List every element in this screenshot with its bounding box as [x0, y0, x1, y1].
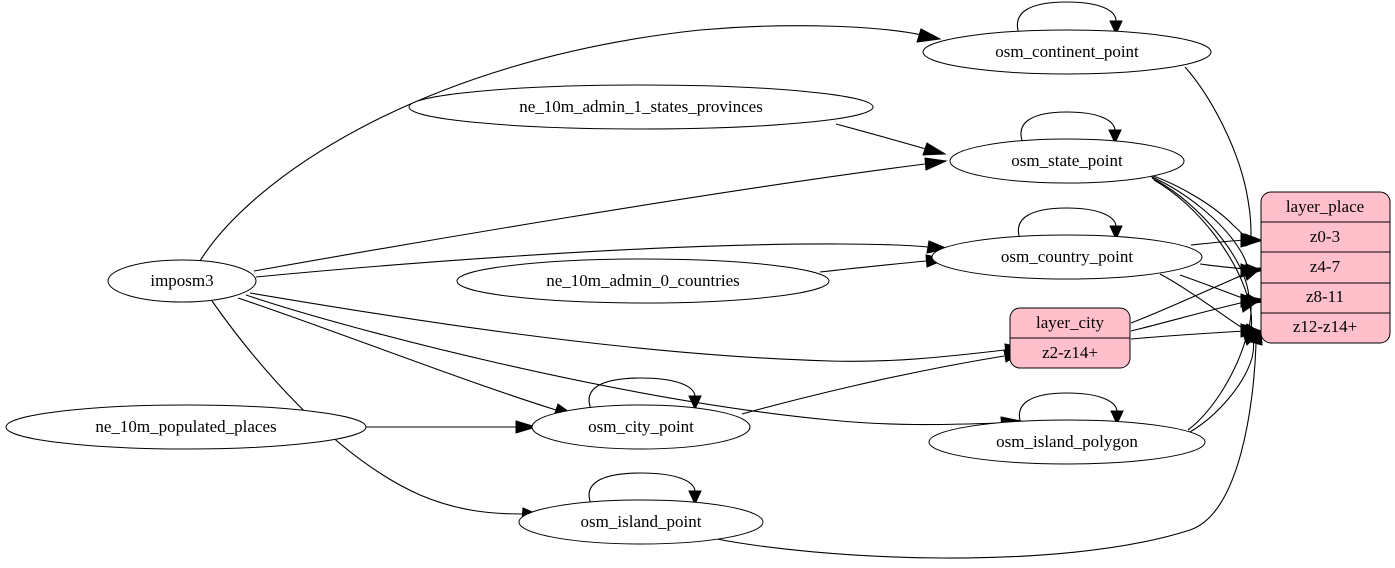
edge-osm-country-point-to-layer-place-z4-7	[1199, 263, 1247, 270]
edge-arrowhead	[1240, 299, 1262, 313]
node-label: ne_10m_admin_1_states_provinces	[519, 97, 763, 116]
record-row-layer-place-1[interactable]: z4-7	[1310, 257, 1341, 276]
record-row-layer-city-0[interactable]: z2-z14+	[1042, 343, 1098, 362]
edge-arrowhead	[1109, 225, 1123, 241]
node-shape	[456, 258, 830, 304]
node-label: osm_state_point	[1011, 151, 1123, 170]
node-osm-country-point[interactable]: osm_country_point	[931, 234, 1203, 280]
record-title-layer-place: layer_place	[1286, 197, 1364, 216]
edge-arrowhead	[515, 420, 538, 434]
node-label: osm_continent_point	[995, 42, 1139, 61]
record-row-layer-place-0[interactable]: z0-3	[1310, 227, 1340, 246]
edge-osm-country-point-to-layer-place-z0-3	[1190, 239, 1247, 246]
edge-self-loop-osm-island-polygon	[1018, 392, 1118, 425]
edge-ne-states-provinces-to-osm-state-point	[835, 123, 927, 150]
edge-layer-city-to-layer-place-z12-z14	[1130, 330, 1246, 340]
node-shape	[928, 419, 1206, 465]
edge-self-loop-osm-island-point	[588, 472, 696, 505]
edge-imposm3-to-osm-state-point	[253, 163, 926, 272]
edge-self-loop-osm-city-point	[588, 377, 696, 410]
node-ne-10m-admin-1-states-provinces[interactable]: ne_10m_admin_1_states_provinces	[408, 84, 874, 130]
node-label: ne_10m_admin_0_countries	[546, 271, 740, 290]
node-osm-continent-point[interactable]: osm_continent_point	[922, 29, 1212, 75]
record-title-layer-city: layer_city	[1036, 313, 1104, 332]
edge-layer-city-to-layer-place-z4-7	[1130, 273, 1246, 324]
node-shape	[5, 404, 367, 450]
edge-arrowhead	[1245, 331, 1263, 346]
edge-imposm3-to-osm-island-polygon	[245, 294, 1002, 426]
node-label: imposm3	[150, 271, 213, 290]
edge-arrowhead	[1242, 267, 1263, 281]
record-node-layer-place[interactable]: layer_place z0-3 z4-7 z8-11 z12-z14+	[1260, 191, 1391, 344]
node-shape	[949, 138, 1185, 184]
record-node-layer-city[interactable]: layer_city z2-z14+	[1009, 307, 1131, 369]
edge-osm-island-polygon-to-layer-place-z12-z14	[1189, 337, 1255, 433]
node-shape	[931, 234, 1203, 280]
edge-arrowhead	[1108, 129, 1122, 145]
edge-ne-admin0-countries-to-osm-country-point	[819, 260, 927, 273]
edge-osm-continent-point-to-layer-place-z0-3	[1184, 66, 1252, 238]
edge-self-loop-osm-continent-point	[1016, 1, 1117, 35]
node-label: osm_country_point	[1001, 247, 1133, 266]
record-nodes-layer: layer_city z2-z14+ layer_place z0-3 z4-7…	[1009, 191, 1391, 369]
edge-layer-city-to-layer-place-z8-11	[1130, 301, 1246, 332]
node-label: osm_city_point	[588, 417, 694, 436]
edge-self-loop-osm-country-point	[1017, 207, 1117, 240]
node-imposm3[interactable]: imposm3	[107, 259, 257, 303]
edge-arrowhead	[688, 490, 702, 506]
edge-imposm3-to-osm-continent-point	[199, 25, 923, 262]
edge-osm-city-point-to-layer-city	[741, 355, 1005, 415]
node-label: ne_10m_populated_places	[95, 417, 276, 436]
edge-osm-island-point-to-layer-place-z12-z14	[711, 343, 1257, 559]
edge-arrowhead	[688, 395, 702, 411]
node-shape	[107, 259, 257, 303]
node-ne-10m-admin-0-countries[interactable]: ne_10m_admin_0_countries	[456, 258, 830, 304]
record-row-layer-place-2[interactable]: z8-11	[1306, 287, 1344, 306]
node-shape	[518, 499, 764, 545]
node-label: osm_island_polygon	[996, 432, 1138, 451]
nodes-layer: osm_continent_point ne_10m_admin_1_state…	[5, 29, 1212, 545]
node-osm-city-point[interactable]: osm_city_point	[531, 404, 751, 450]
node-label: osm_island_point	[581, 512, 702, 531]
node-shape	[531, 404, 751, 450]
edge-imposm3-to-osm-city-point	[237, 297, 557, 411]
record-node-body	[1260, 191, 1391, 344]
edge-osm-country-point-to-layer-place-z12-z14	[1159, 273, 1245, 330]
node-shape	[408, 84, 874, 130]
edge-arrowhead	[1109, 20, 1123, 36]
edge-imposm3-to-osm-country-point	[255, 243, 929, 278]
edge-osm-state-point-to-layer-place-z12-z14	[1153, 179, 1253, 330]
node-shape	[922, 29, 1212, 75]
edge-imposm3-to-osm-island-point	[211, 300, 523, 515]
edge-arrowhead	[1244, 233, 1263, 247]
edge-imposm3-to-layer-city	[249, 292, 1006, 362]
node-osm-island-point[interactable]: osm_island_point	[518, 499, 764, 545]
edge-self-loop-osm-state-point	[1020, 111, 1116, 144]
edge-osm-state-point-to-layer-place-z4-7	[1149, 175, 1249, 270]
node-osm-island-polygon[interactable]: osm_island_polygon	[928, 419, 1206, 465]
node-ne-10m-populated-places[interactable]: ne_10m_populated_places	[5, 404, 367, 450]
edge-osm-state-point-to-layer-place-z8-11	[1151, 177, 1250, 300]
record-row-layer-place-3[interactable]: z12-z14+	[1293, 317, 1357, 336]
edge-arrowhead	[1110, 410, 1124, 426]
edge-arrowhead	[922, 142, 947, 156]
edge-arrowhead	[916, 28, 942, 43]
edge-arrowhead	[924, 157, 948, 171]
node-osm-state-point[interactable]: osm_state_point	[949, 138, 1185, 184]
